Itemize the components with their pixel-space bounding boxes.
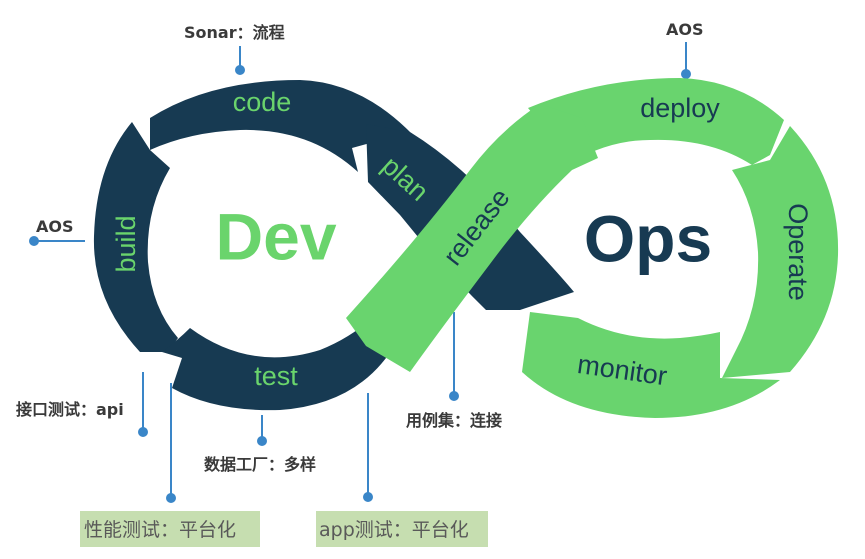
annotation-case-set: 用例集：连接	[406, 411, 502, 430]
label-dev: Dev	[215, 199, 336, 273]
connector-dot-data-factory	[257, 436, 267, 446]
connector-dot-aos-left	[29, 236, 39, 246]
annotation-aos-right: AOS	[666, 20, 704, 39]
annotation-app-test: app测试：平台化	[319, 519, 469, 541]
connector-dot-app	[363, 492, 373, 502]
segment-build	[93, 122, 178, 352]
annotation-api-test: 接口测试：api	[16, 400, 124, 419]
annotation-data-factory: 数据工厂：多样	[204, 455, 316, 474]
segment-operate	[722, 126, 839, 378]
connector-dot-perf	[166, 493, 176, 503]
ops-loop	[346, 78, 839, 418]
segment-monitor	[522, 312, 780, 418]
connector-dot-sonar	[235, 65, 245, 75]
label-ops: Ops	[584, 201, 712, 275]
connector-dot-api	[138, 427, 148, 437]
highlight-box-app	[316, 511, 488, 547]
annotation-connectors	[29, 42, 691, 503]
highlight-box-perf	[80, 511, 260, 547]
label-operate: Operate	[783, 203, 813, 301]
label-test: test	[254, 361, 298, 391]
annotation-aos-left: AOS	[36, 217, 74, 236]
annotation-perf-test: 性能测试：平台化	[84, 519, 236, 541]
label-code: code	[233, 87, 292, 117]
connector-dot-aos-right	[681, 69, 691, 79]
segment-code	[150, 80, 410, 172]
label-build: build	[111, 215, 141, 272]
annotation-sonar: Sonar：流程	[184, 23, 285, 42]
segment-test	[162, 318, 386, 411]
label-deploy: deploy	[640, 93, 720, 123]
connector-dot-case-set	[449, 391, 459, 401]
segment-release	[346, 104, 598, 372]
